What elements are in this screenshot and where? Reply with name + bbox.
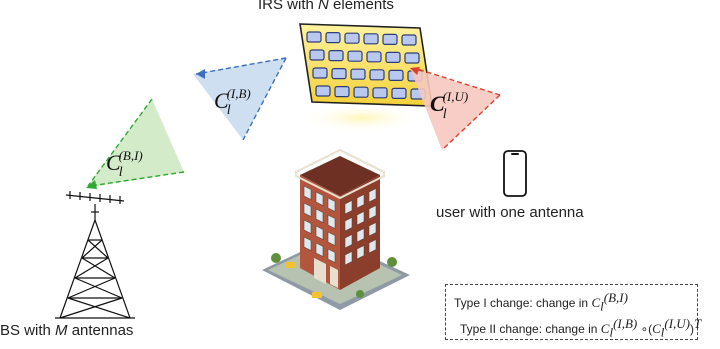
legend-type1-sub: l (600, 298, 604, 314)
legend-type2-operator: ∘( (637, 322, 653, 336)
building-window (315, 208, 324, 223)
legend-type2-symbol1: C (600, 321, 610, 336)
irs-element (382, 33, 398, 46)
legend-type2-transpose: T (694, 316, 702, 331)
building-window (315, 225, 324, 240)
building-icon (262, 148, 410, 310)
irs-element (366, 51, 382, 63)
irs-element (385, 51, 401, 64)
building-window (368, 222, 377, 237)
channel-iu-triangle (410, 67, 501, 151)
building-window (303, 236, 312, 251)
building-window (344, 251, 353, 266)
legend-type2-sub2: l (660, 324, 665, 340)
irs-element (315, 85, 331, 97)
irs-element (325, 31, 341, 44)
legend-type1-row: Type I change: change in Cl(B,I) (454, 290, 628, 314)
channel-ib-triangle (193, 57, 287, 141)
irs-element (353, 86, 369, 98)
legend-type1-symbol: C (591, 295, 601, 310)
irs-panel (299, 23, 433, 132)
irs-label-var: N (318, 0, 329, 13)
user-label: user with one antenna (436, 204, 584, 221)
irs-element (347, 50, 363, 62)
bs-tower-icon (55, 191, 135, 319)
building-window (303, 219, 312, 234)
legend-type1-text: Type I change: change in (454, 296, 592, 310)
building-window (356, 211, 365, 226)
bs-label: BS with M antennas (0, 322, 133, 339)
building-window (368, 239, 377, 254)
legend-type2-close: ) (690, 322, 695, 336)
channel-ib-label: Cl(I,B) (214, 86, 251, 118)
legend-type2-row: Type II change: change in Cl(I,B) ∘(Cl(I… (460, 316, 701, 340)
building-window (303, 185, 312, 200)
bs-label-suffix: antennas (67, 322, 134, 339)
bs-label-var: M (55, 322, 68, 339)
irs-label: IRS with N elements (258, 0, 394, 13)
irs-element (334, 85, 350, 98)
legend-type2-sub1: l (609, 324, 614, 340)
irs-label-suffix: elements (328, 0, 394, 13)
channel-iu-label: Cl(I,U) (430, 89, 468, 122)
building-window (327, 231, 336, 246)
legend-type2-text: Type II change: change in (460, 322, 601, 336)
building-window (327, 214, 336, 229)
legend-type1-sup: (B,I) (603, 290, 628, 305)
irs-element (388, 69, 404, 82)
irs-element (369, 69, 385, 81)
building-window (356, 228, 365, 243)
building-window (356, 245, 365, 260)
irs-element (312, 67, 328, 79)
bs-label-prefix: BS with (0, 322, 56, 339)
irs-element (344, 32, 360, 44)
building-window (303, 202, 312, 217)
irs-element (306, 31, 322, 43)
building-window (344, 217, 353, 232)
irs-element (404, 52, 420, 64)
irs-element (350, 68, 366, 80)
building-window (368, 205, 377, 220)
legend-type2-sup2: (I,U) (664, 316, 691, 331)
irs-element (309, 49, 325, 61)
irs-element (391, 87, 407, 100)
irs-element (328, 49, 344, 62)
building-window (315, 191, 324, 206)
building-window (327, 248, 336, 263)
legend-box: Type I change: change in Cl(B,I) Type II… (445, 284, 701, 340)
channel-bi-triangle (86, 98, 185, 189)
irs-element (372, 87, 388, 99)
legend-type2-symbol2: C (652, 321, 661, 336)
legend-type2-sup1: (I,B) (613, 316, 638, 331)
irs-element (331, 67, 347, 80)
irs-element (363, 33, 379, 45)
channel-bi-label: Cl(B,I) (106, 148, 143, 180)
irs-element (401, 34, 417, 46)
building-window (344, 200, 353, 215)
building-window (315, 242, 324, 257)
phone-icon (503, 150, 527, 197)
irs-label-prefix: IRS with (258, 0, 319, 13)
building-window (368, 188, 377, 203)
building-window (344, 234, 353, 249)
building-window (356, 194, 365, 209)
building-window (327, 197, 336, 212)
